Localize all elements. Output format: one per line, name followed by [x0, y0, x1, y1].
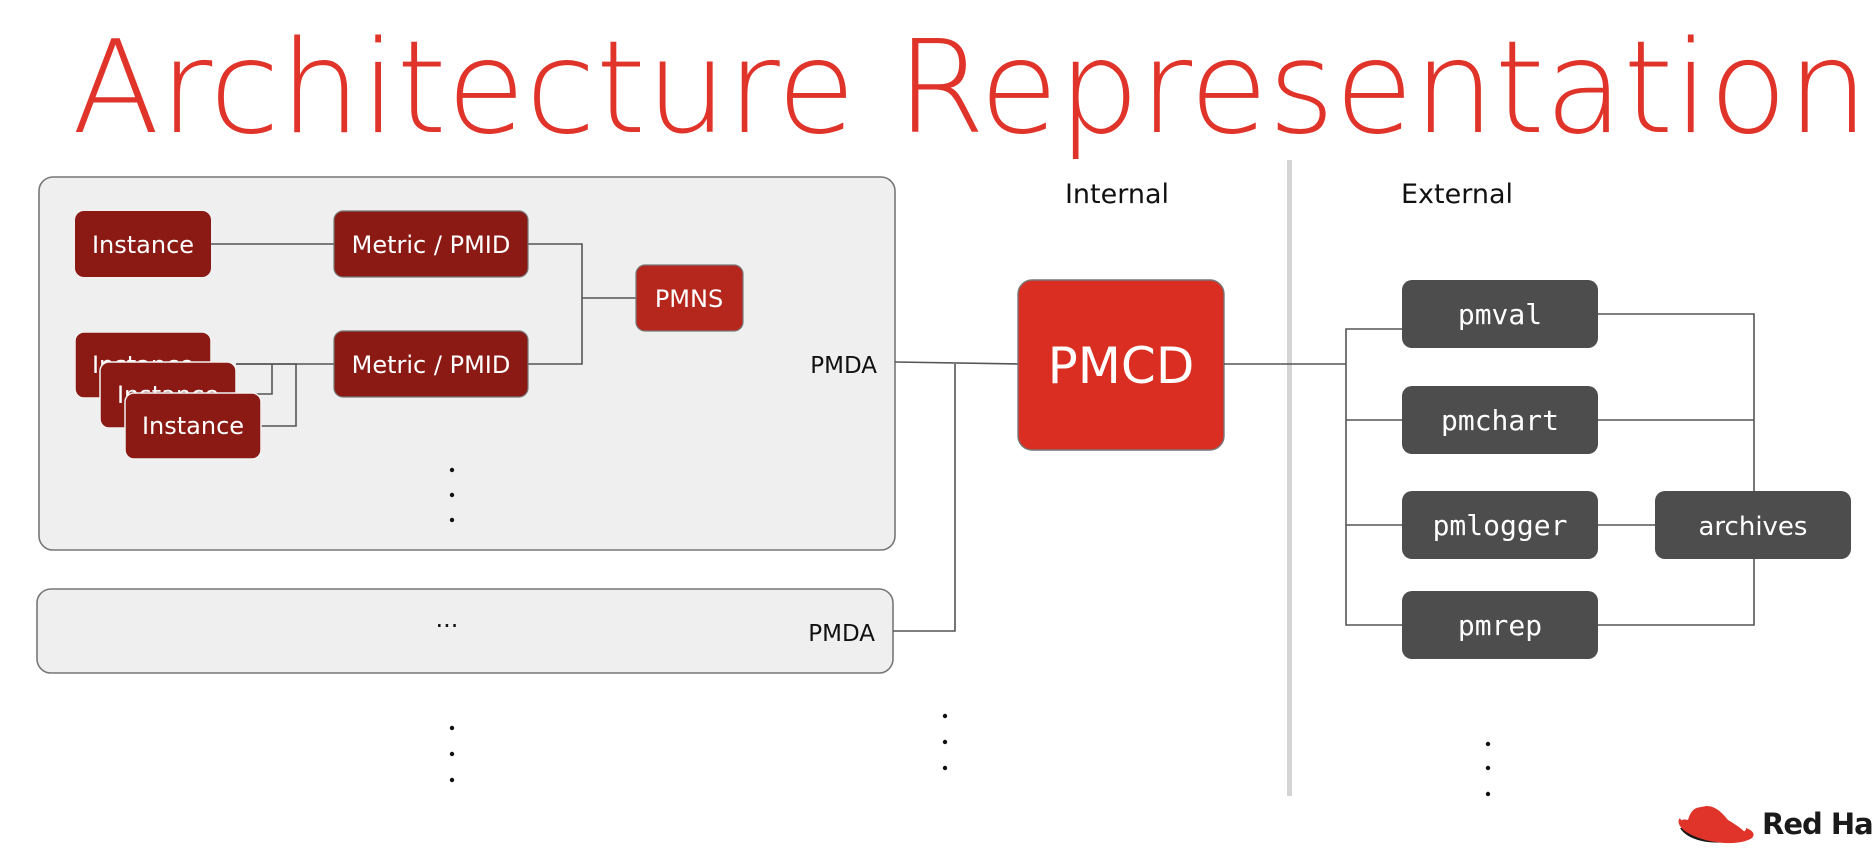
instance-box	[75, 211, 211, 277]
instance-label: Instance	[92, 231, 194, 259]
pmda-pmcd-connector	[894, 361, 1019, 365]
pmda-label-secondary: PMDA	[808, 621, 875, 647]
below-right-dot-2	[1485, 765, 1491, 771]
page-title: Architecture Representation	[72, 14, 1868, 163]
pmchart-label: pmchart	[1441, 404, 1559, 437]
metric-pmid-label-1: Metric / PMID	[352, 231, 511, 259]
panel-ellipsis-dot-2	[449, 492, 455, 498]
below-left-dot-3	[449, 777, 455, 783]
pmcd-label: PMCD	[1048, 337, 1195, 395]
panel-secondary-ellipsis: ···	[436, 612, 459, 640]
internal-label: Internal	[1065, 179, 1169, 210]
instance-stack-label-3: Instance	[142, 412, 244, 440]
below-center-dot-3	[942, 765, 948, 771]
stack-bracket-outer	[236, 363, 297, 427]
below-right-dot-3	[1485, 791, 1491, 797]
metric-bracket	[528, 243, 583, 365]
pmcd-box	[1017, 279, 1225, 451]
pmlogger-box	[1402, 491, 1598, 559]
below-left-dot-1	[449, 725, 455, 731]
pmda-label-primary: PMDA	[810, 353, 877, 379]
below-right-dot-1	[1485, 741, 1491, 747]
pmrep-box	[1402, 591, 1598, 659]
internal-external-divider	[1287, 160, 1292, 796]
pmns-box	[635, 264, 744, 332]
pmns-label: PMNS	[655, 285, 723, 313]
pmchart-box	[1402, 386, 1598, 454]
panel-ellipsis-dot-1	[449, 467, 455, 473]
pmval-label: pmval	[1458, 298, 1542, 331]
external-label: External	[1401, 179, 1513, 210]
red-hat-wordmark: Red Hat	[1762, 807, 1872, 841]
below-center-dot-1	[942, 713, 948, 719]
below-center-dot-2	[942, 739, 948, 745]
pmval-box	[1402, 280, 1598, 348]
metric-pmid-box-2	[333, 330, 529, 398]
pmlogger-label: pmlogger	[1433, 509, 1568, 542]
pmda-secondary-pmcd-connector	[893, 364, 956, 632]
pmrep-label: pmrep	[1458, 609, 1542, 642]
pmda-panel-secondary	[36, 588, 894, 674]
below-left-dot-2	[449, 751, 455, 757]
red-hat-fedora-icon	[1678, 806, 1754, 844]
archives-label: archives	[1699, 512, 1808, 542]
panel-ellipsis-dot-3	[449, 517, 455, 523]
instance-stack-box-3	[124, 392, 262, 460]
archives-box	[1655, 491, 1851, 559]
archives-bus	[1598, 313, 1755, 626]
metric-pmid-label-2: Metric / PMID	[352, 351, 511, 379]
metric-pmid-box-1	[333, 210, 529, 278]
tools-bus	[1345, 328, 1402, 626]
